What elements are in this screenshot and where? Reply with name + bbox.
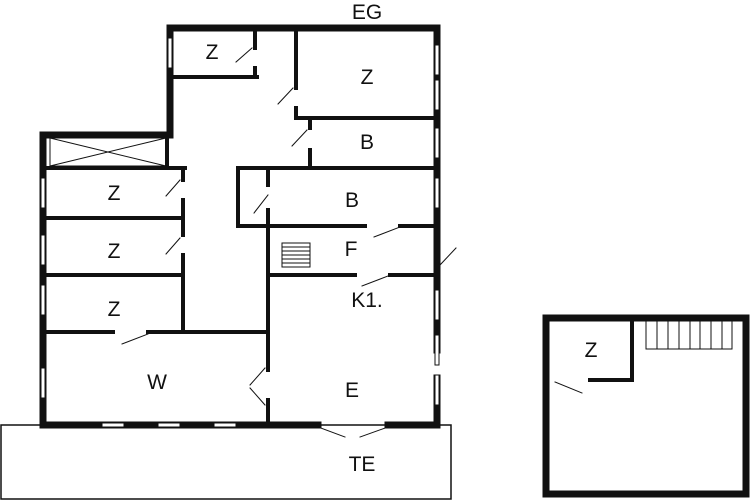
stair-icon: [281, 242, 311, 268]
room-label-f: F: [344, 238, 358, 261]
annex-stairs: [645, 320, 733, 350]
room-label-w: W: [147, 371, 167, 394]
interior-walls: [43, 28, 437, 427]
annex: [542, 314, 750, 498]
terrace-outline: [0, 424, 452, 500]
room-label-z-top-right: Z: [360, 66, 374, 89]
room-label-e: E: [344, 379, 360, 402]
door-swings: [121, 47, 457, 438]
room-label-z-top-left: Z: [205, 41, 219, 64]
room-label-b-lower: B: [344, 189, 360, 212]
room-label-b-upper: B: [359, 131, 375, 154]
room-label-z-left-1: Z: [107, 182, 121, 205]
room-label-z-left-3: Z: [107, 298, 121, 321]
windows: [40, 37, 440, 428]
room-label-k1: K1.: [351, 289, 383, 312]
room-label-te: TE: [348, 453, 376, 476]
room-label-z-left-2: Z: [107, 240, 121, 263]
floor-title: EG: [351, 1, 383, 24]
room-label-z-annex: Z: [584, 339, 598, 362]
shaft-cross: [49, 137, 167, 167]
